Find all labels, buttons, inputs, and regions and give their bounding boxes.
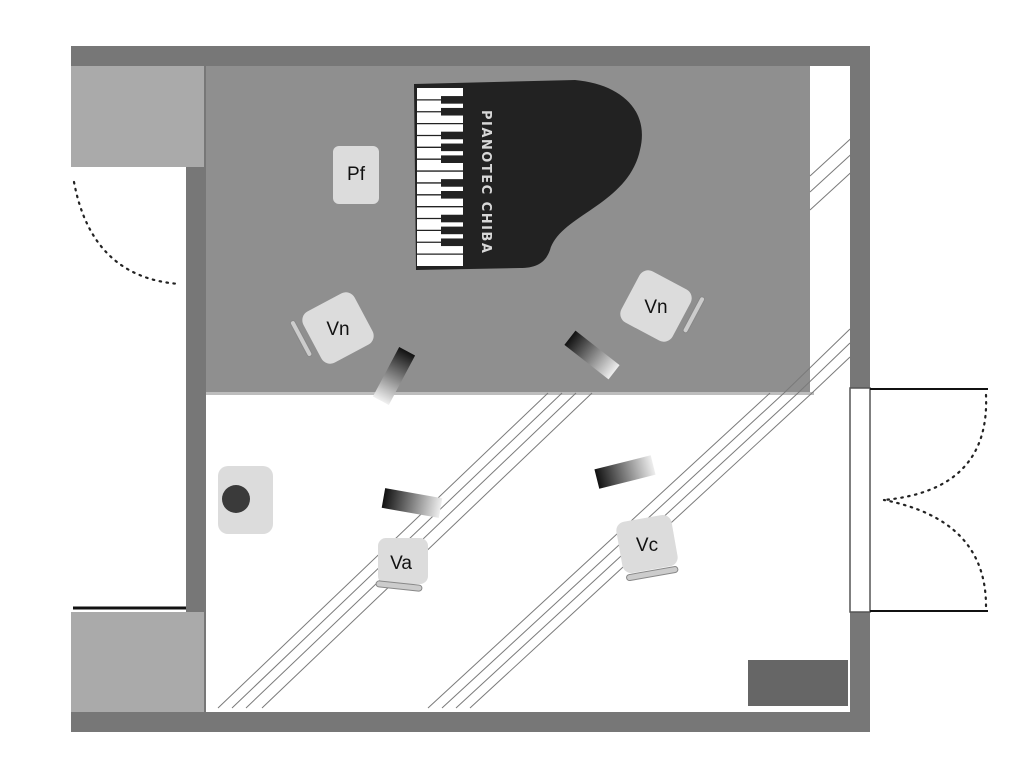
right-door-glass [849,387,871,613]
seat-vn-2: Vn [620,270,706,342]
music-stand-icon [372,330,656,518]
seat-va-label: Va [390,553,412,574]
double-door-swing-icon [870,388,988,612]
pillar-top-left [71,66,204,167]
seat-va-rail [375,580,423,592]
stand-vn-2 [564,330,620,380]
seat-pf: Pf [333,146,379,204]
speaker-icon [218,466,273,534]
piano-brand: PIANOTEC CHIBA [478,110,493,254]
grand-piano: PIANOTEC CHIBA [414,80,642,270]
seat-vn-2-rail [682,296,706,334]
floor-mat [748,660,848,706]
walls [71,46,870,732]
seat-vn-2-label: Vn [644,297,667,318]
seat-vn-1-rail [289,320,313,357]
stand-va [381,488,443,518]
door-swing-icon [72,180,182,286]
seat-vc-label: Vc [636,535,658,556]
seat-vn-1-label: Vn [326,319,349,340]
piano-keyboard-icon [417,88,463,266]
riser-edge [206,392,814,395]
piano-body [414,80,642,270]
seat-va: Va [375,538,428,592]
stand-vc [594,455,656,489]
stand-vn-1 [372,347,416,405]
seat-vc: Vc [616,514,679,582]
pillar-bottom-left [71,612,204,712]
seat-vc-rail [626,566,679,582]
seat-vn-1: Vn [289,292,374,364]
seat-pf-label: Pf [347,164,366,185]
